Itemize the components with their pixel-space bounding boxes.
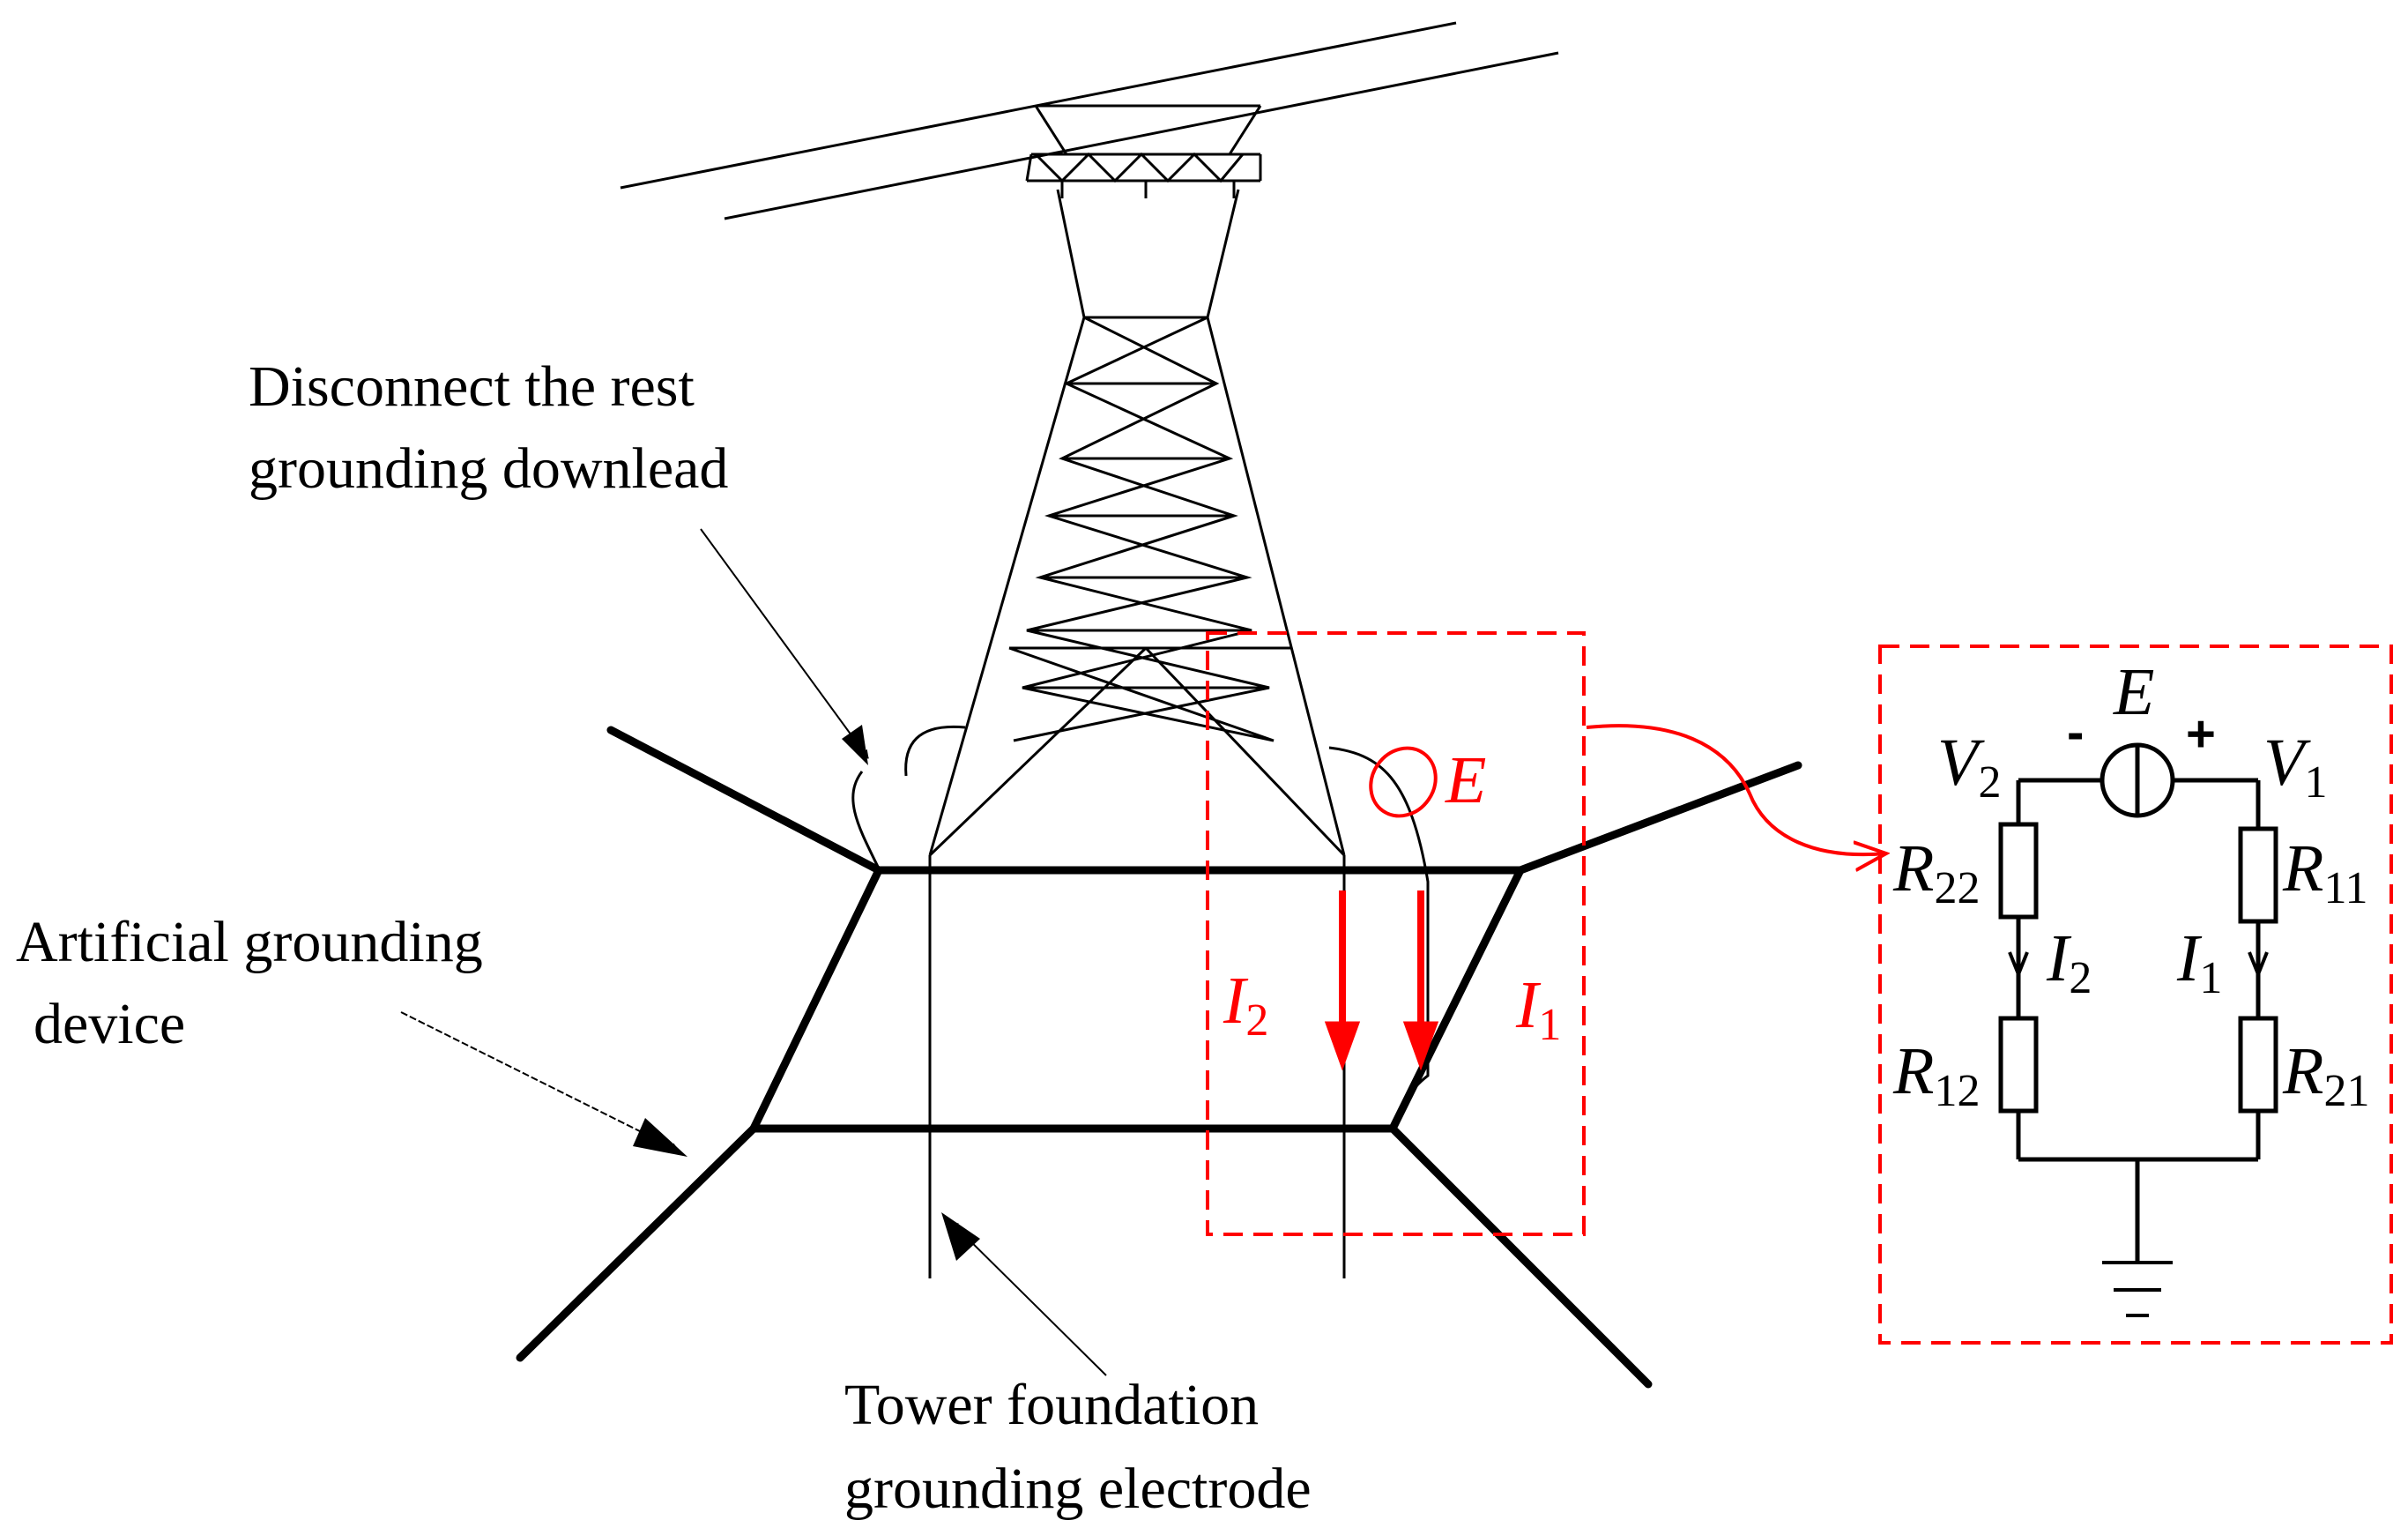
resistor-r12: [1998, 1016, 2039, 1114]
tower-label-line1: Tower foundation: [844, 1373, 1259, 1437]
artificial-arrow: [400, 1011, 680, 1151]
current-arrows: [1324, 890, 1439, 1071]
r21-label: R21: [2282, 1034, 2369, 1116]
current-i2-label: I2: [1223, 964, 1268, 1046]
artificial-arrowhead: [633, 1118, 687, 1157]
i1-circuit-label: I1: [2176, 921, 2222, 1003]
artificial-label-line2: device: [33, 992, 185, 1056]
circuit-source-label: E: [2113, 655, 2154, 729]
resistor-r21: [2238, 1016, 2278, 1114]
v2-label: V2: [1937, 726, 2001, 808]
minus-sign: -: [2067, 704, 2084, 761]
grounding-grid: [516, 726, 1802, 1389]
source-loop-icon: [1369, 746, 1438, 818]
disconnect-arrow: [700, 528, 869, 759]
resistor-r11: [2238, 826, 2278, 924]
ground-symbol-icon: [2102, 1261, 2173, 1317]
highlight-box-circuit: [1878, 645, 2393, 1345]
branch-current-right-arrow: [2248, 951, 2269, 980]
zoom-connector: [1586, 724, 1886, 854]
disconnect-label-line1: Disconnect the rest: [249, 354, 695, 419]
artificial-label-line1: Artificial grounding: [16, 910, 483, 974]
transmission-tower: [851, 104, 1430, 1278]
tower-arrowhead: [941, 1212, 980, 1261]
tower-label-line2: grounding electrode: [844, 1457, 1312, 1521]
overhead-lines: [620, 21, 1559, 220]
tower-foundation-arrow: [949, 1220, 1107, 1376]
current-i1-label: I1: [1515, 968, 1561, 1050]
r22-label: R22: [1892, 831, 1980, 913]
r11-label: R11: [2282, 831, 2368, 913]
plus-sign: +: [2186, 705, 2216, 763]
i2-circuit-label: I2: [2046, 921, 2092, 1003]
v1-label: V1: [2263, 726, 2327, 808]
highlight-box-tower: [1206, 631, 1586, 1236]
branch-current-left-arrow: [2008, 951, 2029, 980]
r12-label: R12: [1892, 1034, 1980, 1116]
equivalent-circuit: [1998, 742, 2278, 1261]
disconnect-arrowhead: [842, 725, 868, 765]
disconnect-label-line2: grounding downlead: [249, 436, 728, 501]
annotation-arrows: [400, 528, 1107, 1376]
resistor-r22: [1998, 822, 2039, 920]
source-label: E: [1445, 743, 1486, 817]
